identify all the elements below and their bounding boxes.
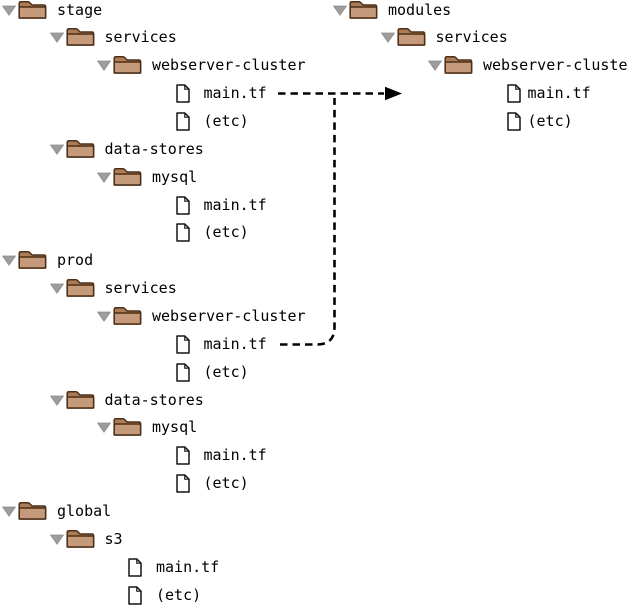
file-icon <box>175 335 190 354</box>
folder-icon <box>113 167 142 188</box>
folder-name: modules <box>388 0 452 19</box>
expander-triangle-icon <box>428 60 442 72</box>
tree-row: s3 <box>0 526 630 553</box>
file-name: main.tf <box>203 84 267 103</box>
tree-row: stage <box>0 0 630 24</box>
tree-row: (etc) <box>0 582 630 609</box>
folder-icon <box>444 55 473 76</box>
expander-triangle-icon <box>380 32 395 44</box>
file-name: main.tf <box>527 84 591 103</box>
tree-row: data-stores <box>0 387 630 414</box>
file-name: (etc) <box>203 111 249 130</box>
expander-triangle-icon <box>97 422 111 434</box>
folder-name: data-stores <box>104 390 204 409</box>
folder-name: webserver-cluster <box>152 56 306 75</box>
folder-icon <box>18 501 47 522</box>
folder-name: webserver-cluster <box>152 307 306 325</box>
expander-triangle-icon <box>333 5 347 16</box>
tree-row: (etc) <box>0 359 630 386</box>
file-icon <box>175 474 190 493</box>
expander-triangle-icon <box>49 283 64 294</box>
folder-icon <box>113 55 142 76</box>
tree-row: mysql <box>0 414 630 441</box>
tree-row: services <box>0 24 630 51</box>
folder-icon <box>65 278 95 299</box>
file-icon <box>175 223 190 243</box>
tree-row: webserver-cluster <box>331 52 630 79</box>
folder-name: stage <box>57 0 103 19</box>
tree-row: (etc) <box>0 219 630 246</box>
tree-row: main.tf <box>0 442 630 469</box>
file-icon <box>506 84 521 103</box>
file-icon <box>175 112 190 131</box>
file-name: main.tf <box>203 446 267 465</box>
tree-row: webserver-cluster <box>0 52 630 79</box>
file-name: main.tf <box>203 195 267 214</box>
tree-row: modules <box>331 0 630 24</box>
tree-row: (etc) <box>0 108 630 135</box>
folder-icon <box>65 27 95 48</box>
folder-icon <box>65 529 95 550</box>
folder-name: prod <box>57 251 94 270</box>
tree-row: services <box>0 275 630 302</box>
file-name: (etc) <box>203 223 249 242</box>
file-icon <box>128 557 142 577</box>
tree-row: mysql <box>0 164 630 191</box>
folder-icon <box>65 390 95 411</box>
file-icon <box>175 195 190 215</box>
folder-icon <box>18 0 47 21</box>
file-name: (etc) <box>156 585 202 604</box>
file-name: main.tf <box>156 557 220 576</box>
tree-row: (etc) <box>331 108 630 135</box>
tree-row: global <box>0 498 630 525</box>
folder-icon <box>113 306 142 327</box>
folder-name: data-stores <box>104 139 204 158</box>
folder-name: webserver-cluster <box>483 56 630 75</box>
file-icon <box>175 84 190 103</box>
folder-name: services <box>104 279 177 298</box>
folder-name: services <box>435 28 508 47</box>
tree-row: prod <box>0 247 630 274</box>
folder-icon <box>65 139 95 160</box>
folder-icon <box>396 27 426 48</box>
tree-row: webserver-cluster <box>0 303 630 330</box>
expander-triangle-icon <box>49 144 64 155</box>
folder-name: services <box>104 28 177 47</box>
folder-name: mysql <box>152 418 198 437</box>
tree-row: main.tf <box>0 192 630 219</box>
expander-triangle-icon <box>49 395 64 406</box>
expander-triangle-icon <box>97 172 111 183</box>
expander-triangle-icon <box>49 32 64 44</box>
file-icon <box>506 112 521 131</box>
expander-triangle-icon <box>97 311 111 322</box>
tree-row: main.tf <box>0 554 630 581</box>
folder-icon <box>113 417 142 438</box>
folder-icon <box>18 250 47 271</box>
modules-tree: modules services webserver-cluster main.tf (… <box>331 0 630 606</box>
folder-name: global <box>57 502 112 520</box>
folder-name: s3 <box>104 529 123 548</box>
folder-name: mysql <box>152 167 198 186</box>
expander-triangle-icon <box>97 60 111 72</box>
file-name: main.tf <box>203 334 267 353</box>
expander-triangle-icon <box>49 534 64 545</box>
tree-row: (etc) <box>0 470 630 497</box>
tree-row: main.tf <box>331 80 630 107</box>
expander-triangle-icon <box>2 5 16 16</box>
file-name: (etc) <box>203 474 249 493</box>
file-name: (etc) <box>527 111 573 130</box>
expander-triangle-icon <box>2 255 16 267</box>
file-icon <box>128 585 142 605</box>
file-icon <box>175 362 190 382</box>
tree-row: main.tf <box>0 331 630 358</box>
tree-row: data-stores <box>0 136 630 163</box>
tree-row: main.tf <box>0 80 630 107</box>
folder-icon <box>349 0 378 21</box>
file-icon <box>175 446 190 466</box>
expander-triangle-icon <box>2 506 16 517</box>
file-name: (etc) <box>203 362 249 381</box>
tree-row: services <box>331 24 630 51</box>
